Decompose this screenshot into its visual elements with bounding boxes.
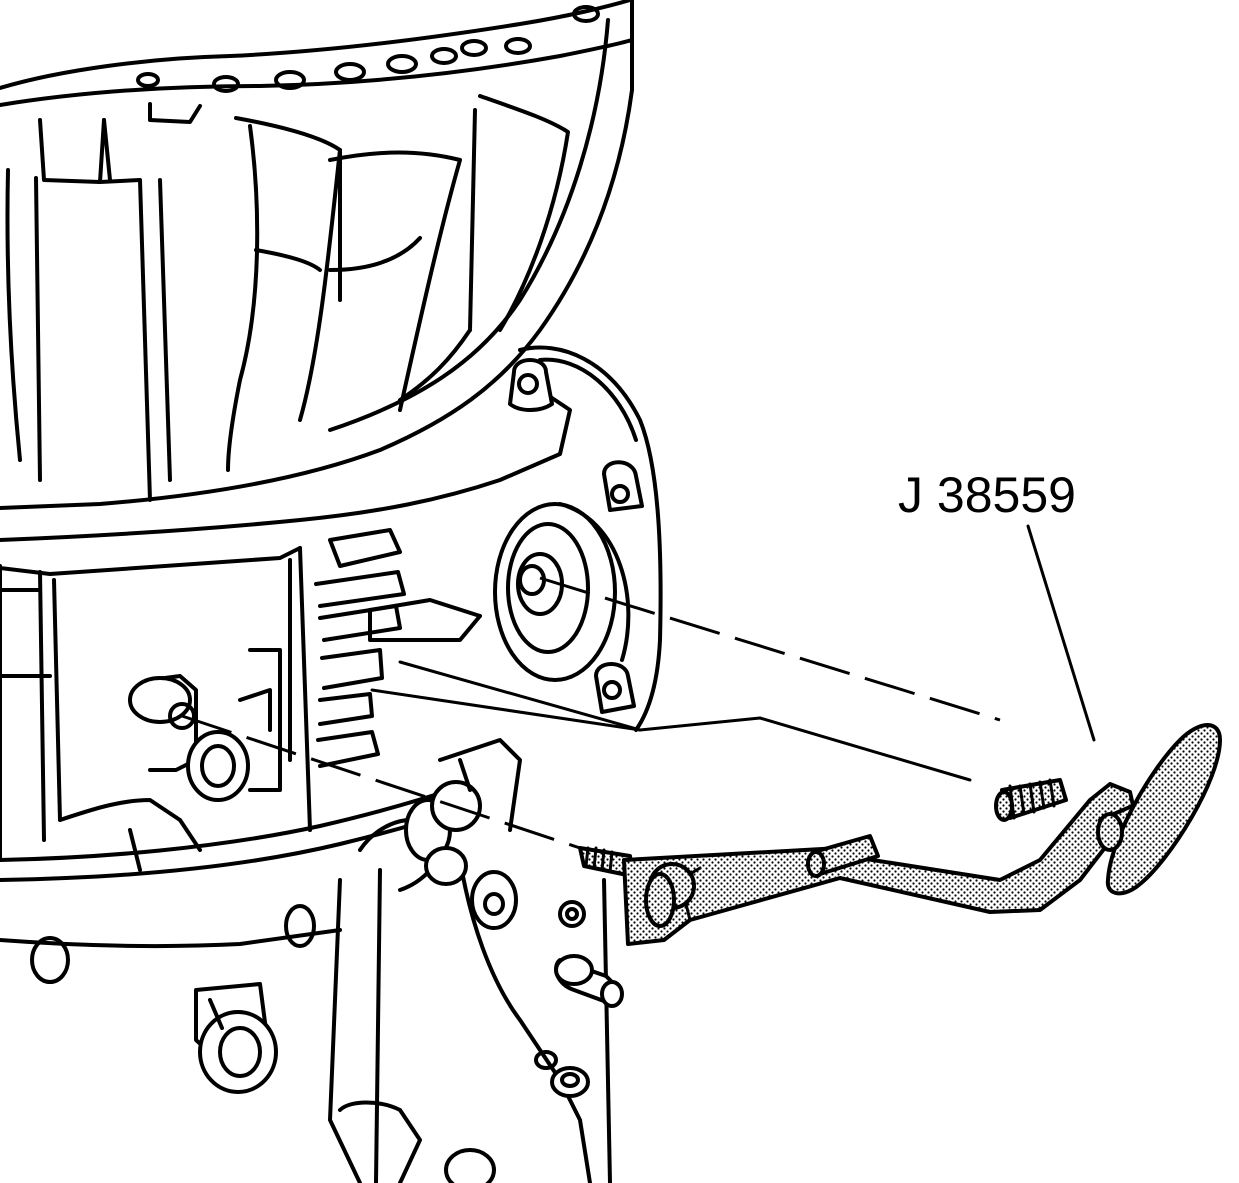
stud-threads-left <box>584 846 614 874</box>
lower-case <box>0 738 624 1183</box>
pump-boss <box>493 345 663 732</box>
callout-label: J 38559 <box>898 467 1076 523</box>
callout-j38559: J 38559 <box>898 467 1096 742</box>
flange-bolt-holes <box>136 5 600 93</box>
housing-ribs <box>5 94 570 502</box>
alignment-lines <box>181 576 1001 850</box>
transmission-case <box>0 388 572 882</box>
bell-housing <box>0 0 634 510</box>
stud-threads-right <box>1008 778 1056 820</box>
tool-j38559 <box>578 723 1222 946</box>
leader-line <box>1026 524 1096 742</box>
